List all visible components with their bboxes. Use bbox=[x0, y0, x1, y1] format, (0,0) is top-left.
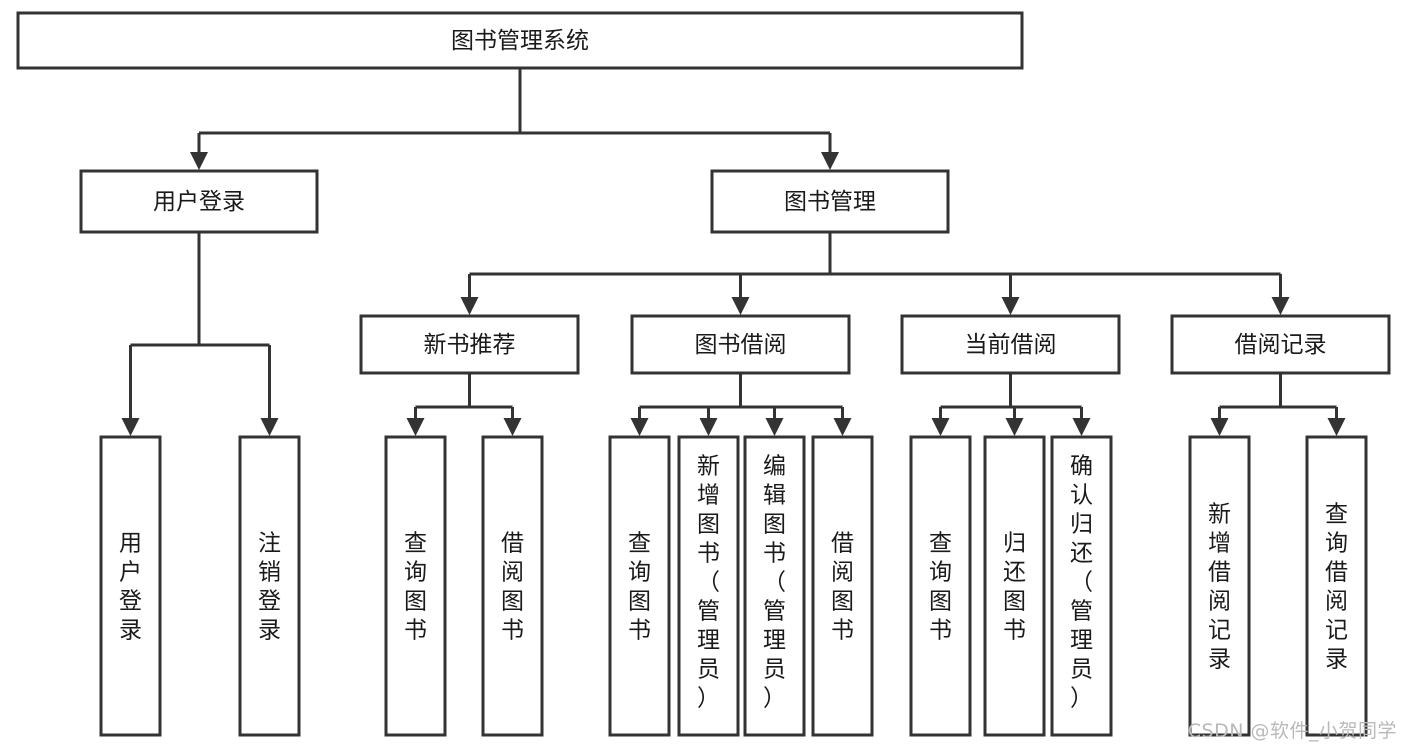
edge-group-book-manage bbox=[460, 232, 1290, 315]
arrow-head-icon bbox=[503, 418, 522, 436]
arrow-head-icon bbox=[765, 418, 784, 436]
node-box[interactable] bbox=[677, 435, 740, 737]
node-box[interactable] bbox=[238, 435, 301, 737]
node-box[interactable] bbox=[608, 435, 671, 737]
node-label: 确认归还（管理员） bbox=[1070, 454, 1093, 712]
arrow-head-icon bbox=[1001, 297, 1020, 315]
edge-group-user-login bbox=[121, 232, 279, 436]
node-leaf-query-book-2[interactable]: 查询图书 bbox=[608, 435, 671, 737]
node-box[interactable] bbox=[99, 435, 162, 737]
node-box[interactable] bbox=[630, 314, 851, 375]
node-label: 新增图书（管理员） bbox=[697, 454, 720, 712]
arrow-head-icon bbox=[190, 152, 208, 170]
arrow-head-icon bbox=[260, 418, 279, 436]
arrow-head-icon bbox=[699, 418, 718, 436]
node-label: 借阅图书 bbox=[501, 531, 524, 644]
node-box[interactable] bbox=[481, 435, 544, 737]
node-borrow-record[interactable]: 借阅记录 bbox=[1170, 314, 1391, 375]
node-label: 查询图书 bbox=[404, 531, 427, 644]
arrow-head-icon bbox=[1005, 418, 1024, 436]
node-label: 图书管理 bbox=[784, 189, 876, 215]
node-leaf-query-book-3[interactable]: 查询图书 bbox=[909, 435, 972, 737]
node-box[interactable] bbox=[710, 169, 950, 234]
node-label: 归还图书 bbox=[1003, 531, 1026, 644]
arrow-head-icon bbox=[121, 418, 140, 436]
node-current-borrow[interactable]: 当前借阅 bbox=[900, 314, 1121, 375]
node-leaf-user-logout[interactable]: 注销登录 bbox=[238, 435, 301, 737]
node-label: 新增借阅记录 bbox=[1208, 502, 1231, 673]
node-leaf-add-borrow-record[interactable]: 新增借阅记录 bbox=[1188, 435, 1251, 737]
node-box[interactable] bbox=[743, 435, 806, 737]
edge-group-root bbox=[190, 68, 839, 170]
node-label: 用户登录 bbox=[153, 189, 245, 215]
node-label: 当前借阅 bbox=[965, 332, 1057, 358]
node-leaf-borrow-book-1[interactable]: 借阅图书 bbox=[481, 435, 544, 737]
edge-group-borrow-record bbox=[1210, 373, 1346, 436]
node-box[interactable] bbox=[1188, 435, 1251, 737]
node-label: 查询图书 bbox=[929, 531, 952, 644]
node-box[interactable] bbox=[900, 314, 1121, 375]
arrow-head-icon bbox=[630, 418, 649, 436]
csdn-watermark: CSDN @软件_小贺同学 bbox=[1187, 720, 1397, 742]
node-leaf-query-borrow-record[interactable]: 查询借阅记录 bbox=[1305, 435, 1368, 737]
node-leaf-user-login[interactable]: 用户登录 bbox=[99, 435, 162, 737]
arrow-head-icon bbox=[1072, 418, 1091, 436]
arrow-head-icon bbox=[1210, 418, 1229, 436]
node-new-book-recommend[interactable]: 新书推荐 bbox=[359, 314, 580, 375]
node-book-borrow[interactable]: 图书借阅 bbox=[630, 314, 851, 375]
node-book-manage[interactable]: 图书管理 bbox=[710, 169, 950, 234]
edge-group-current-borrow bbox=[931, 373, 1091, 436]
node-box[interactable] bbox=[79, 169, 319, 234]
node-label: 图书管理系统 bbox=[451, 28, 589, 54]
node-label: 查询图书 bbox=[628, 531, 651, 644]
arrow-head-icon bbox=[821, 152, 839, 170]
connector-edges-layer bbox=[121, 68, 1346, 436]
node-label: 借阅记录 bbox=[1235, 332, 1327, 358]
node-leaf-query-book-1[interactable]: 查询图书 bbox=[384, 435, 447, 737]
node-leaf-return-book[interactable]: 归还图书 bbox=[983, 435, 1046, 737]
node-label: 图书借阅 bbox=[695, 332, 787, 358]
node-root[interactable]: 图书管理系统 bbox=[16, 11, 1024, 70]
node-label: 用户登录 bbox=[119, 531, 142, 644]
node-label: 查询借阅记录 bbox=[1325, 502, 1348, 673]
node-label: 新书推荐 bbox=[424, 332, 516, 358]
arrow-head-icon bbox=[1327, 418, 1346, 436]
node-box[interactable] bbox=[1305, 435, 1368, 737]
node-box[interactable] bbox=[983, 435, 1046, 737]
node-box[interactable] bbox=[16, 11, 1024, 70]
node-boxes-layer: 图书管理系统用户登录图书管理新书推荐图书借阅当前借阅借阅记录用户登录注销登录查询… bbox=[16, 11, 1391, 737]
node-box[interactable] bbox=[384, 435, 447, 737]
edge-group-book-borrow bbox=[630, 373, 852, 436]
node-leaf-borrow-book-2[interactable]: 借阅图书 bbox=[811, 435, 874, 737]
node-user-login[interactable]: 用户登录 bbox=[79, 169, 319, 234]
node-leaf-add-book-admin[interactable]: 新增图书（管理员） bbox=[677, 435, 740, 737]
node-box[interactable] bbox=[811, 435, 874, 737]
arrow-head-icon bbox=[833, 418, 852, 436]
node-label: 编辑图书（管理员） bbox=[763, 454, 786, 712]
arrow-head-icon bbox=[731, 297, 750, 315]
node-box[interactable] bbox=[1050, 435, 1113, 737]
node-box[interactable] bbox=[909, 435, 972, 737]
node-label: 注销登录 bbox=[258, 531, 281, 644]
node-leaf-edit-book-admin[interactable]: 编辑图书（管理员） bbox=[743, 435, 806, 737]
arrow-head-icon bbox=[1271, 297, 1290, 315]
arrow-head-icon bbox=[931, 418, 950, 436]
arrow-head-icon bbox=[406, 418, 425, 436]
arrow-head-icon bbox=[460, 297, 479, 315]
node-box[interactable] bbox=[1170, 314, 1391, 375]
node-box[interactable] bbox=[359, 314, 580, 375]
node-leaf-confirm-return-admin[interactable]: 确认归还（管理员） bbox=[1050, 435, 1113, 737]
edge-group-new-book-recommend bbox=[406, 373, 522, 436]
node-label: 借阅图书 bbox=[831, 531, 854, 644]
